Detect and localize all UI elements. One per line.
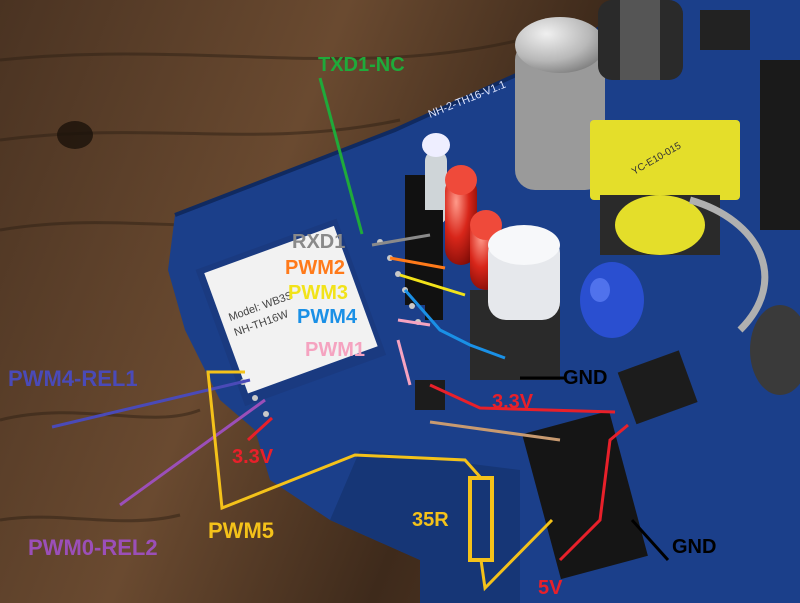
label-gnd-bottom: GND	[672, 536, 717, 558]
ic-small	[415, 380, 445, 410]
label-pwm4: PWM4	[297, 306, 357, 328]
wire-txd1	[318, 77, 364, 235]
wire-pwm0-rel2	[119, 398, 266, 507]
wire-33v-left	[246, 416, 274, 442]
led-red-1	[445, 175, 477, 265]
wb3s-module: Model: WB3S NH-TH16W	[195, 218, 387, 407]
label-35r: 35R	[412, 509, 449, 531]
pcb-cutout	[330, 450, 520, 603]
label-pwm1: PWM1	[305, 339, 365, 361]
label-33v-right: 3.3V	[492, 391, 534, 413]
wire-rxd1	[371, 233, 431, 247]
wire-pwm3	[399, 273, 466, 297]
black-block	[760, 60, 800, 230]
wire-pwm5	[206, 370, 554, 592]
transformer	[590, 120, 740, 200]
label-pwm5: PWM5	[208, 518, 274, 543]
dc-jack	[522, 410, 648, 580]
wood-grain	[0, 38, 521, 523]
capacitor-left	[515, 40, 605, 190]
ceramic-capacitor	[580, 262, 644, 338]
wire-5v	[558, 423, 629, 562]
relay-chip	[700, 10, 750, 50]
wire-pwm4-rel1	[51, 378, 251, 429]
label-pwm2: PWM2	[285, 257, 345, 279]
label-pwm0-rel2: PWM0-REL2	[28, 535, 158, 560]
capacitor-bottom	[750, 305, 800, 395]
label-5v: 5V	[538, 577, 563, 599]
label-gnd-top: GND	[563, 367, 608, 389]
label-33v-left: 3.3V	[232, 446, 274, 468]
led-clear	[425, 150, 447, 225]
wire-gnd-bottom	[630, 518, 670, 562]
wire-tan	[429, 420, 561, 442]
wire-pwm2	[389, 256, 446, 270]
label-pwm4-rel1: PWM4-REL1	[8, 366, 138, 391]
label-rxd1: RXD1	[292, 231, 346, 253]
wire-pwm4	[403, 289, 506, 360]
wire-33v-right	[429, 383, 616, 414]
label-pwm3: PWM3	[288, 282, 348, 304]
label-txd1: TXD1-NC	[318, 54, 405, 76]
gray-wire	[689, 196, 769, 333]
wire-pwm1	[396, 318, 431, 386]
ic-regulator	[617, 350, 698, 425]
wood-knot	[57, 121, 93, 149]
